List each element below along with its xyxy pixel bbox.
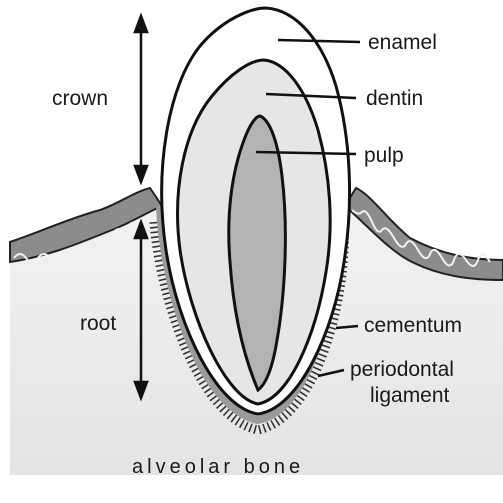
periodontal-label-line2: ligament bbox=[350, 383, 454, 409]
enamel-label: enamel bbox=[368, 32, 437, 53]
alveolar-bone-label: alveolar bone bbox=[132, 457, 304, 477]
dentin-label: dentin bbox=[366, 88, 423, 109]
root-label: root bbox=[80, 313, 116, 334]
periodontal-ligament-label: periodontal ligament bbox=[350, 357, 454, 408]
cementum-label: cementum bbox=[364, 315, 462, 336]
crown-arrow bbox=[135, 16, 147, 182]
periodontal-label-line1: periodontal bbox=[350, 357, 454, 383]
crown-label: crown bbox=[52, 88, 108, 109]
pulp-label: pulp bbox=[364, 145, 404, 166]
